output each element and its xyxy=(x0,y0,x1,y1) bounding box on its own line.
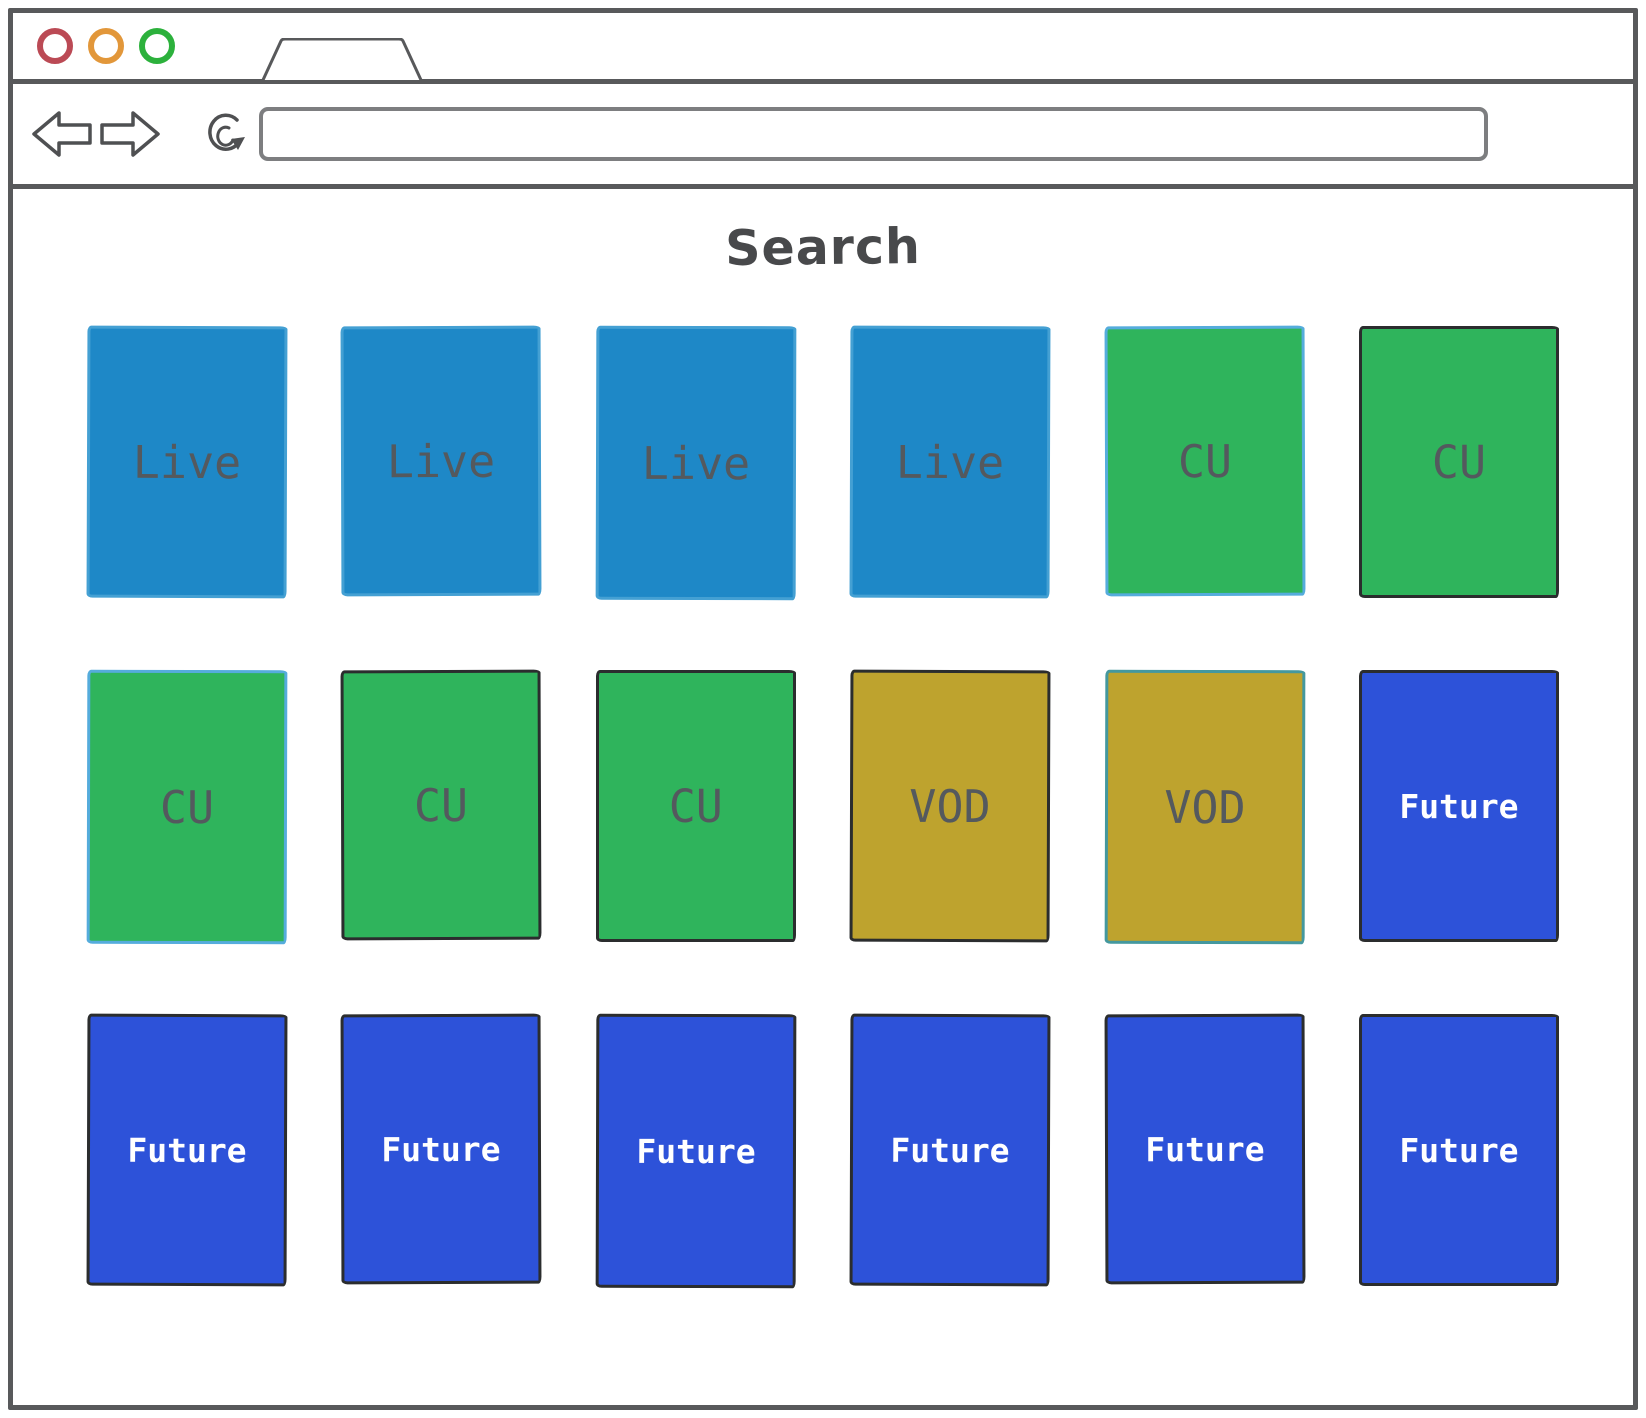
card-live[interactable]: Live xyxy=(86,325,288,599)
back-button[interactable] xyxy=(31,109,93,159)
url-input[interactable] xyxy=(259,107,1488,161)
card-vod[interactable]: VOD xyxy=(1104,669,1305,945)
card-cu[interactable]: CU xyxy=(1358,326,1559,598)
card-live[interactable]: Live xyxy=(849,325,1051,599)
card-future[interactable]: Future xyxy=(849,1013,1051,1287)
card-label: Live xyxy=(132,435,242,489)
card-future[interactable]: Future xyxy=(595,1013,797,1289)
card-label: Future xyxy=(1399,786,1519,826)
card-cu[interactable]: CU xyxy=(340,669,542,941)
card-label: Future xyxy=(636,1131,756,1171)
card-label: CU xyxy=(414,778,469,832)
card-live[interactable]: Live xyxy=(340,325,542,597)
card-label: Future xyxy=(890,1130,1010,1170)
refresh-icon xyxy=(208,113,245,151)
card-label: Future xyxy=(1144,1129,1265,1169)
browser-tab[interactable] xyxy=(261,38,423,80)
minimize-button[interactable] xyxy=(88,28,124,64)
browser-navbar xyxy=(13,84,1633,189)
card-cu[interactable]: CU xyxy=(1104,325,1306,597)
card-label: CU xyxy=(668,779,723,833)
card-label: CU xyxy=(1177,434,1232,488)
card-future[interactable]: Future xyxy=(86,1013,288,1287)
close-button[interactable] xyxy=(37,28,73,64)
card-cu[interactable]: CU xyxy=(86,669,288,945)
card-label: Live xyxy=(641,436,751,490)
card-label: Future xyxy=(381,1129,502,1169)
card-future[interactable]: Future xyxy=(1358,670,1559,942)
card-vod[interactable]: VOD xyxy=(849,669,1051,943)
back-arrow-icon xyxy=(32,111,92,157)
traffic-lights xyxy=(37,28,175,64)
card-future[interactable]: Future xyxy=(1104,1013,1306,1285)
maximize-button[interactable] xyxy=(139,28,175,64)
page-title: Search xyxy=(724,217,922,278)
card-label: VOD xyxy=(909,779,991,833)
card-label: Live xyxy=(387,434,496,488)
card-label: Future xyxy=(1399,1130,1519,1170)
forward-button[interactable] xyxy=(99,109,161,159)
card-future[interactable]: Future xyxy=(1358,1014,1559,1286)
card-live[interactable]: Live xyxy=(595,325,797,601)
card-cu[interactable]: CU xyxy=(595,670,796,942)
browser-titlebar xyxy=(13,13,1633,84)
card-future[interactable]: Future xyxy=(340,1013,542,1285)
card-label: CU xyxy=(159,780,215,834)
card-label: Live xyxy=(895,435,1005,489)
card-label: VOD xyxy=(1163,780,1246,834)
refresh-button[interactable] xyxy=(199,106,251,162)
card-label: CU xyxy=(1431,435,1487,489)
forward-arrow-icon xyxy=(100,111,160,157)
card-label: Future xyxy=(127,1130,247,1170)
